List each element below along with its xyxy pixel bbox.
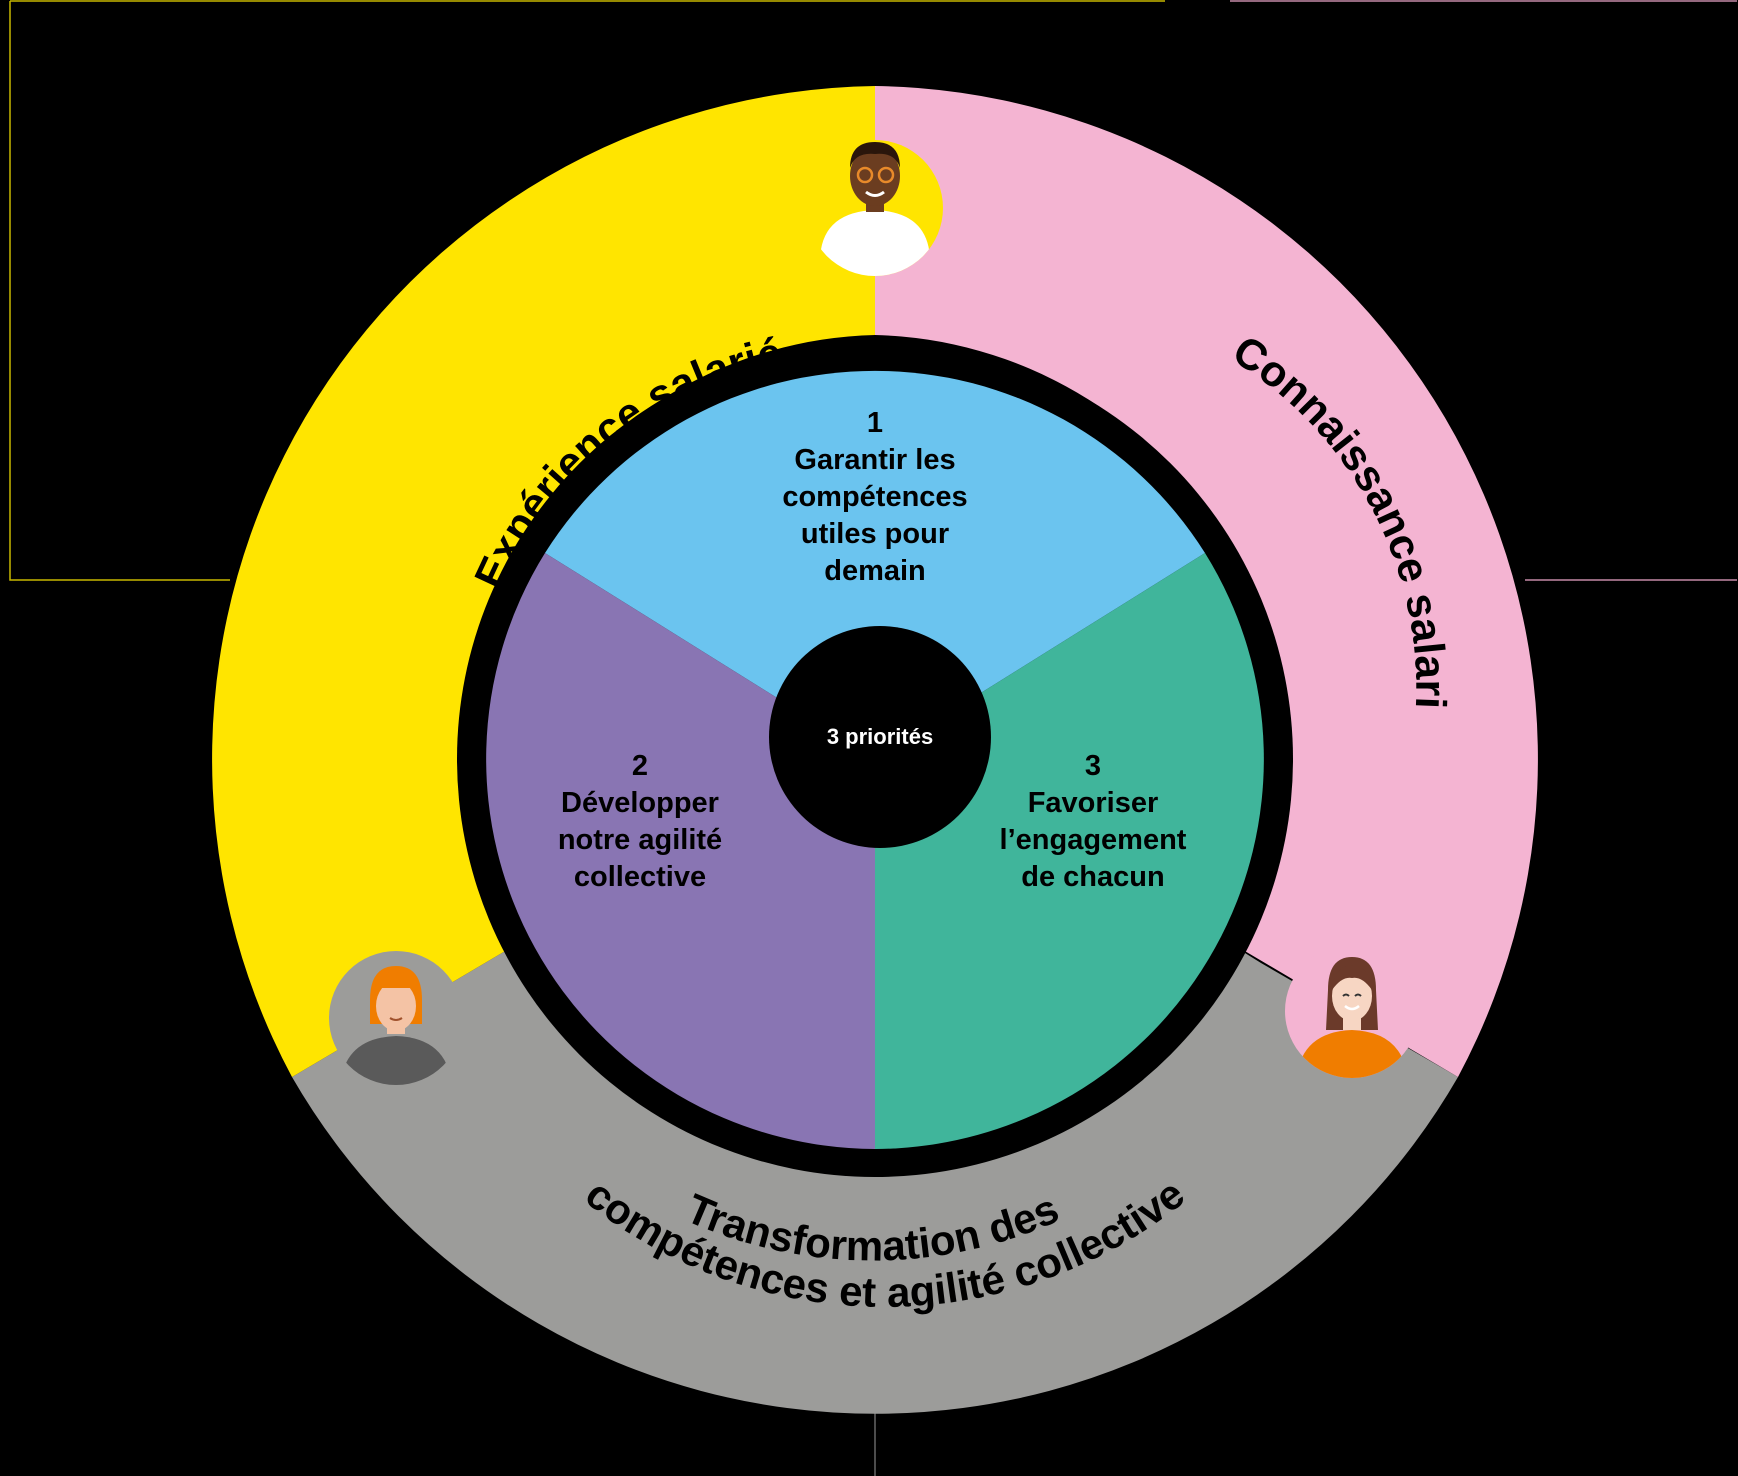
priority-3-line-1: Favoriser	[1028, 787, 1159, 819]
center-label: 3 priorités	[827, 724, 933, 749]
priority-2-line-3: collective	[574, 861, 706, 893]
priority-2-line-2: notre agilité	[558, 824, 722, 856]
center-circle	[769, 626, 991, 848]
person-brown-hair-icon	[1285, 944, 1419, 1078]
priority-3-text: 3 Favoriser l’engagement de chacun	[1000, 750, 1187, 893]
background-frame-lines	[9, 0, 1737, 1476]
priority-3-line-3: de chacun	[1021, 861, 1164, 893]
priority-3-line-2: l’engagement	[1000, 824, 1187, 856]
priority-1-line-1: Garantir les	[794, 444, 955, 476]
outer-ring-pink-segment	[875, 86, 1538, 1077]
priority-1-text: 1 Garantir les compétences utiles pour d…	[782, 407, 967, 587]
priority-2-number: 2	[632, 750, 648, 782]
priority-2-line-1: Développer	[561, 787, 719, 819]
priority-2-text: 2 Développer notre agilité collective	[558, 750, 722, 893]
person-glasses-icon	[807, 140, 943, 276]
priority-1-line-4: demain	[824, 555, 926, 587]
priority-1-line-3: utiles pour	[801, 518, 949, 550]
priority-segment-1	[545, 370, 1205, 759]
person-red-hair-icon	[329, 951, 463, 1085]
outer-ring-yellow-segment	[212, 86, 875, 1077]
priority-3-number: 3	[1085, 750, 1101, 782]
priority-1-line-2: compétences	[782, 481, 967, 513]
priority-1-number: 1	[867, 407, 883, 439]
